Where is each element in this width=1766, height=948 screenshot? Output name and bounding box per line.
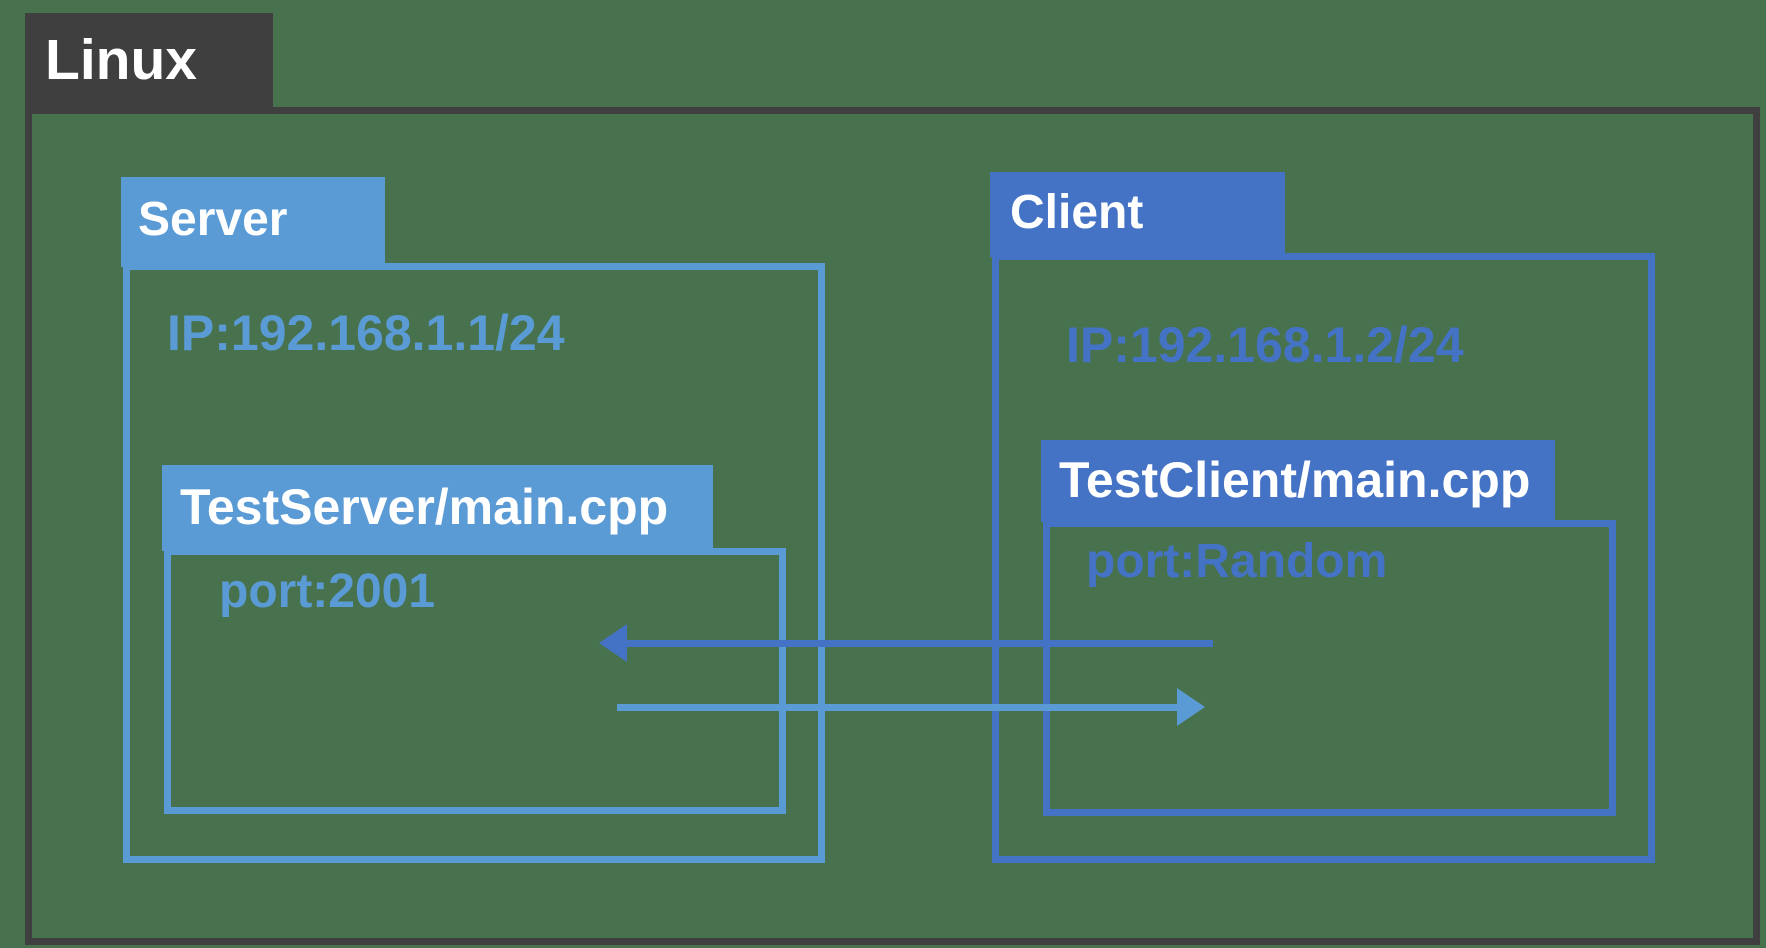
server-box — [123, 263, 825, 863]
client-box — [992, 253, 1655, 863]
linux-container-box — [25, 107, 1760, 945]
client-port-text: port:Random — [1086, 535, 1388, 588]
arrow-right-icon — [1177, 688, 1205, 726]
linux-tab-label: Linux — [25, 13, 273, 109]
server-ip-text: IP:192.168.1.1/24 — [167, 305, 565, 361]
client-ip-text: IP:192.168.1.2/24 — [1066, 317, 1464, 373]
arrow-left-icon — [599, 624, 627, 662]
testclient-file-tab-label: TestClient/main.cpp — [1041, 440, 1555, 522]
server-port-text: port:2001 — [219, 565, 436, 618]
client-to-server-arrow-shaft — [622, 640, 1213, 647]
server-to-client-arrow-shaft — [617, 704, 1179, 711]
testclient-file-box — [1043, 520, 1616, 816]
server-tab-label: Server — [121, 177, 385, 267]
testserver-file-tab-label: TestServer/main.cpp — [162, 465, 713, 551]
testserver-file-box — [164, 548, 786, 814]
client-tab-label: Client — [990, 172, 1285, 257]
